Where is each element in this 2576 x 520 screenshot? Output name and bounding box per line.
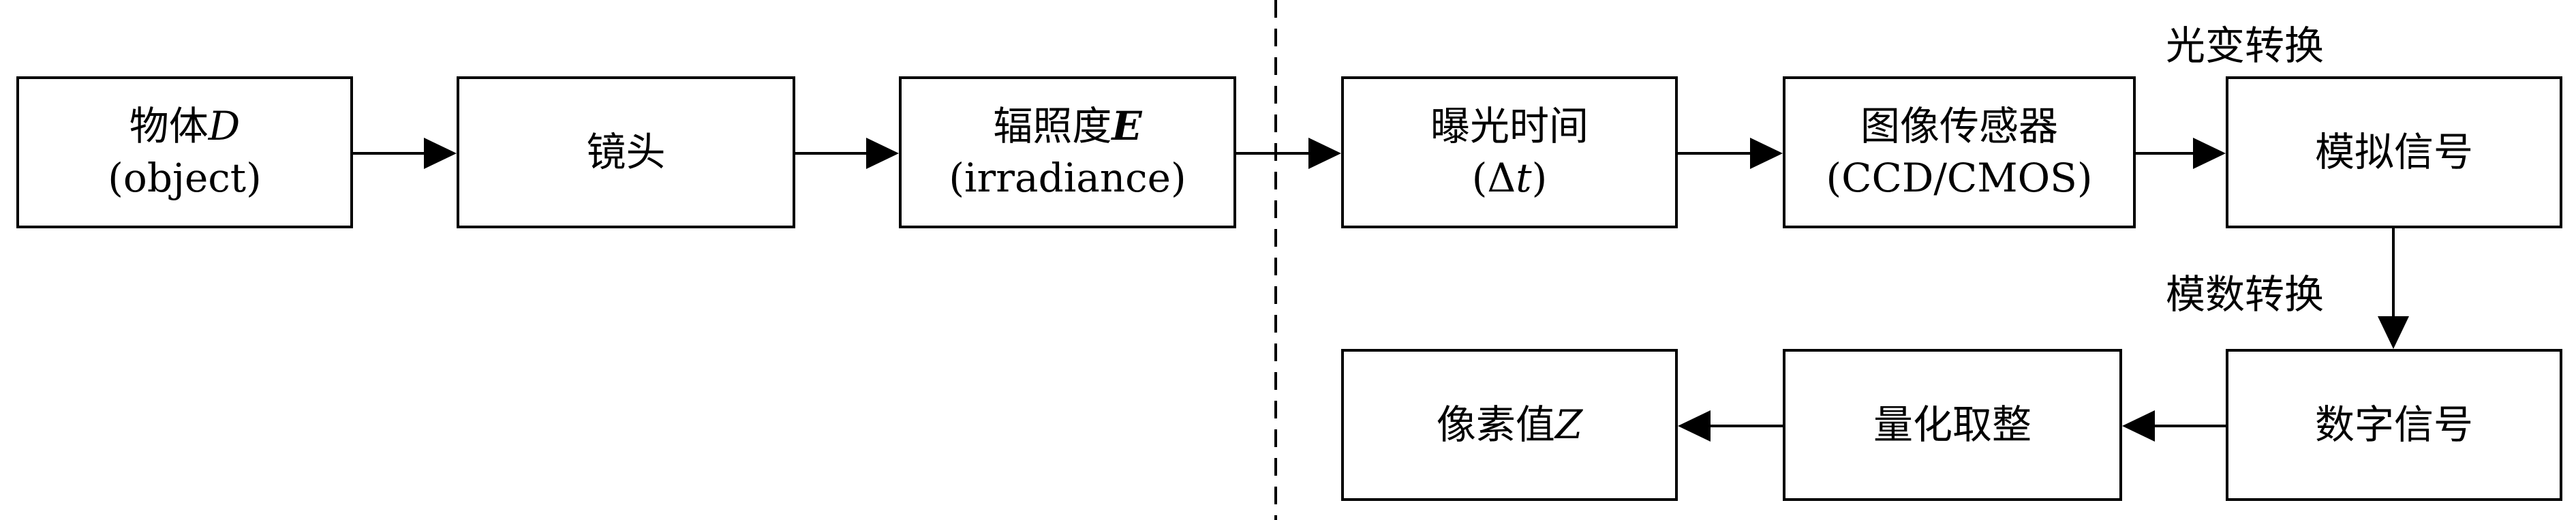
arrowhead-exposure-to-sensor (1750, 138, 1783, 169)
arrowhead-irradiance-to-exposure (1308, 138, 1341, 169)
node-lens: 镜头 (457, 76, 795, 228)
node-exposure-prefix: (Δ (1471, 154, 1516, 201)
arrowhead-object-to-lens (424, 138, 457, 169)
node-exposure-math: t (1516, 154, 1532, 201)
node-analog-signal-label: 模拟信号 (2314, 128, 2473, 175)
node-analog-signal: 模拟信号 (2226, 76, 2562, 228)
node-quantize-label: 量化取整 (1873, 401, 2031, 448)
node-exposure-suffix: ) (1531, 154, 1548, 201)
arrowhead-analog-to-digital (2378, 316, 2409, 349)
node-object-math: D (208, 103, 241, 150)
arrowhead-digital-to-quantize (2122, 410, 2155, 442)
node-object-label: 物体 (129, 103, 209, 150)
node-pixel-value: 像素值Z (1341, 349, 1678, 501)
node-lens-label: 镜头 (586, 128, 666, 175)
node-irradiance: 辐照度E (irradiance) (899, 76, 1236, 228)
node-pixel-value-math: Z (1554, 401, 1583, 448)
arrowhead-lens-to-irradiance (866, 138, 899, 169)
node-object: 物体D (object) (16, 76, 353, 228)
arrowhead-quantize-to-pixel (1678, 410, 1711, 442)
node-exposure-label: 曝光时间 (1430, 103, 1589, 150)
edge-label-adc: 模数转换 (2166, 271, 2325, 318)
node-sensor-subtitle: (CCD/CMOS) (1826, 154, 2093, 201)
node-irradiance-label: 辐照度 (993, 103, 1112, 150)
node-exposure: 曝光时间 (Δt) (1341, 76, 1678, 228)
node-object-subtitle: (object) (108, 154, 262, 201)
node-digital-signal-label: 数字信号 (2314, 401, 2473, 448)
node-pixel-value-label: 像素值 (1436, 401, 1555, 448)
node-sensor: 图像传感器 (CCD/CMOS) (1783, 76, 2136, 228)
edge-label-photoelectric: 光变转换 (2166, 22, 2325, 69)
node-quantize: 量化取整 (1783, 349, 2122, 501)
node-digital-signal: 数字信号 (2226, 349, 2562, 501)
arrowhead-sensor-to-analog (2193, 138, 2226, 169)
node-irradiance-math: E (1111, 103, 1142, 150)
node-sensor-label: 图像传感器 (1860, 103, 2058, 150)
node-irradiance-subtitle: (irradiance) (949, 154, 1186, 201)
